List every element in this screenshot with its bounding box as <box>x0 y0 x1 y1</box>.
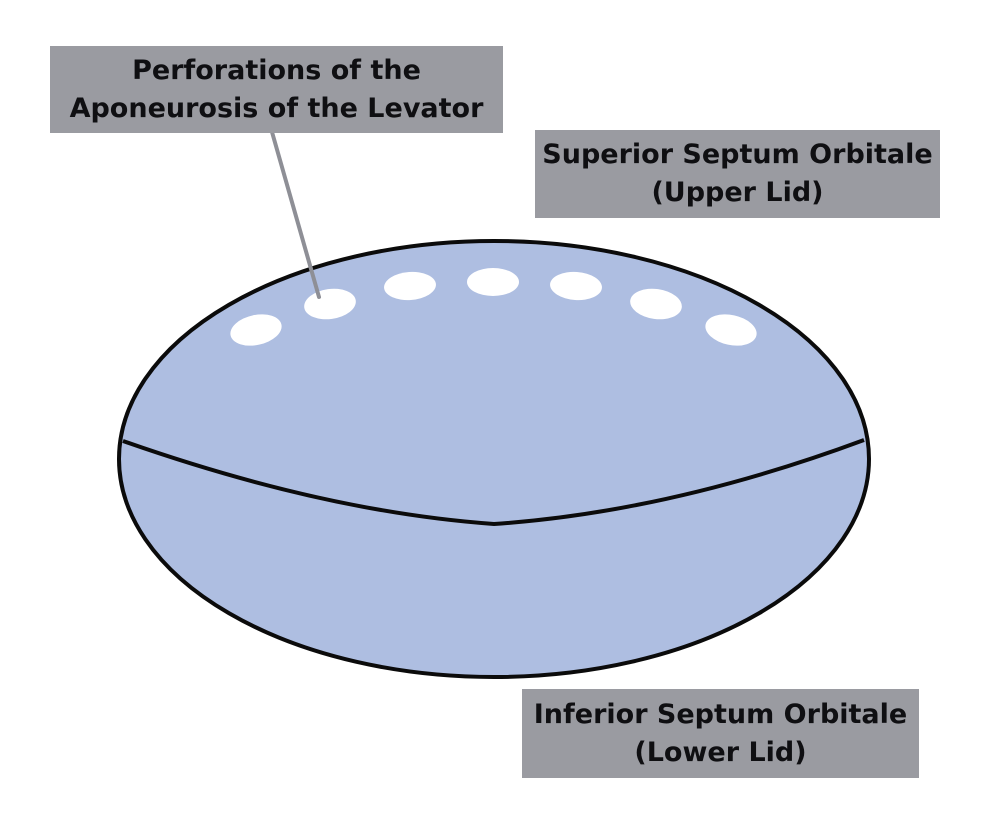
inferior-septum-label-line-1: Inferior Septum Orbitale <box>533 698 908 730</box>
perforations-leader-line <box>270 130 321 299</box>
perforations-group <box>230 268 757 346</box>
lid-division-line <box>122 438 865 527</box>
perforations-label-line-2: Aponeurosis of the Levator <box>69 92 484 124</box>
inferior-septum-label: Inferior Septum Orbitale (Lower Lid) <box>522 689 919 778</box>
perforation-hole <box>705 314 757 346</box>
septum-orbitale-ellipse <box>117 239 871 679</box>
perforations-label-line-1: Perforations of the <box>132 54 421 86</box>
perforation-hole <box>467 268 519 296</box>
perforation-hole <box>230 314 282 346</box>
superior-septum-label-line-2: (Upper Lid) <box>651 177 824 208</box>
perforation-hole <box>384 271 436 301</box>
superior-septum-label: Superior Septum Orbitale (Upper Lid) <box>535 130 940 218</box>
perforations-label: Perforations of the Aponeurosis of the L… <box>50 46 503 133</box>
perforation-hole <box>550 271 602 301</box>
superior-septum-label-line-1: Superior Septum Orbitale <box>542 139 933 170</box>
perforation-hole <box>630 288 682 320</box>
inferior-septum-label-line-2: (Lower Lid) <box>634 736 807 768</box>
